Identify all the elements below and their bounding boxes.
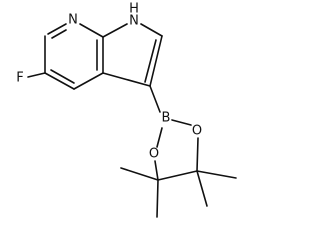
- bond-n7-c6: [47, 23, 67, 35]
- bond-c-c: [157, 170, 198, 181]
- atom-label-n1: N: [129, 14, 139, 29]
- bond-c-o-lower: [154, 160, 159, 181]
- bond-c5-c4-double: [50, 69, 75, 84]
- bond-c3-b: [149, 85, 161, 113]
- bond-n7-c6-double: [51, 29, 67, 39]
- bond-o-lower-b: [156, 127, 163, 148]
- atom-labels: N H N F B O O: [16, 2, 202, 162]
- bond-c3-c3a: [102, 72, 151, 87]
- bond-c4-c3a: [73, 72, 104, 90]
- atom-label-n7: N: [68, 13, 78, 28]
- atom-label-h1: H: [129, 2, 139, 17]
- bond-o-upper-c: [196, 137, 199, 172]
- atom-label-o-upper: O: [192, 124, 202, 139]
- bond-c2-c3-double: [144, 39, 157, 83]
- bond-c5-c4: [44, 72, 75, 90]
- bond-c5-f: [27, 72, 46, 78]
- bond-b-o-upper: [171, 119, 192, 126]
- bond-methyl-2: [196, 170, 208, 207]
- atom-label-o-lower: O: [149, 147, 159, 162]
- atom-label-f: F: [16, 71, 23, 86]
- bond-n1-c2: [140, 23, 163, 37]
- dioxaborolane-ring: [154, 119, 199, 181]
- atom-label-b: B: [162, 111, 171, 126]
- bond-c7a-n1: [102, 23, 128, 38]
- bond-c2-c3: [149, 35, 163, 87]
- bond-methyl-4: [156, 179, 159, 218]
- pyrrole-ring: [102, 23, 163, 87]
- bond-methyl-3: [120, 167, 159, 181]
- bond-methyl-1: [196, 170, 237, 179]
- methyl-groups: [120, 167, 237, 218]
- chemical-structure-diagram: N H N F B O O: [16, 2, 237, 218]
- pyridine-ring: [44, 23, 104, 90]
- bond-c7a-n7: [79, 23, 104, 38]
